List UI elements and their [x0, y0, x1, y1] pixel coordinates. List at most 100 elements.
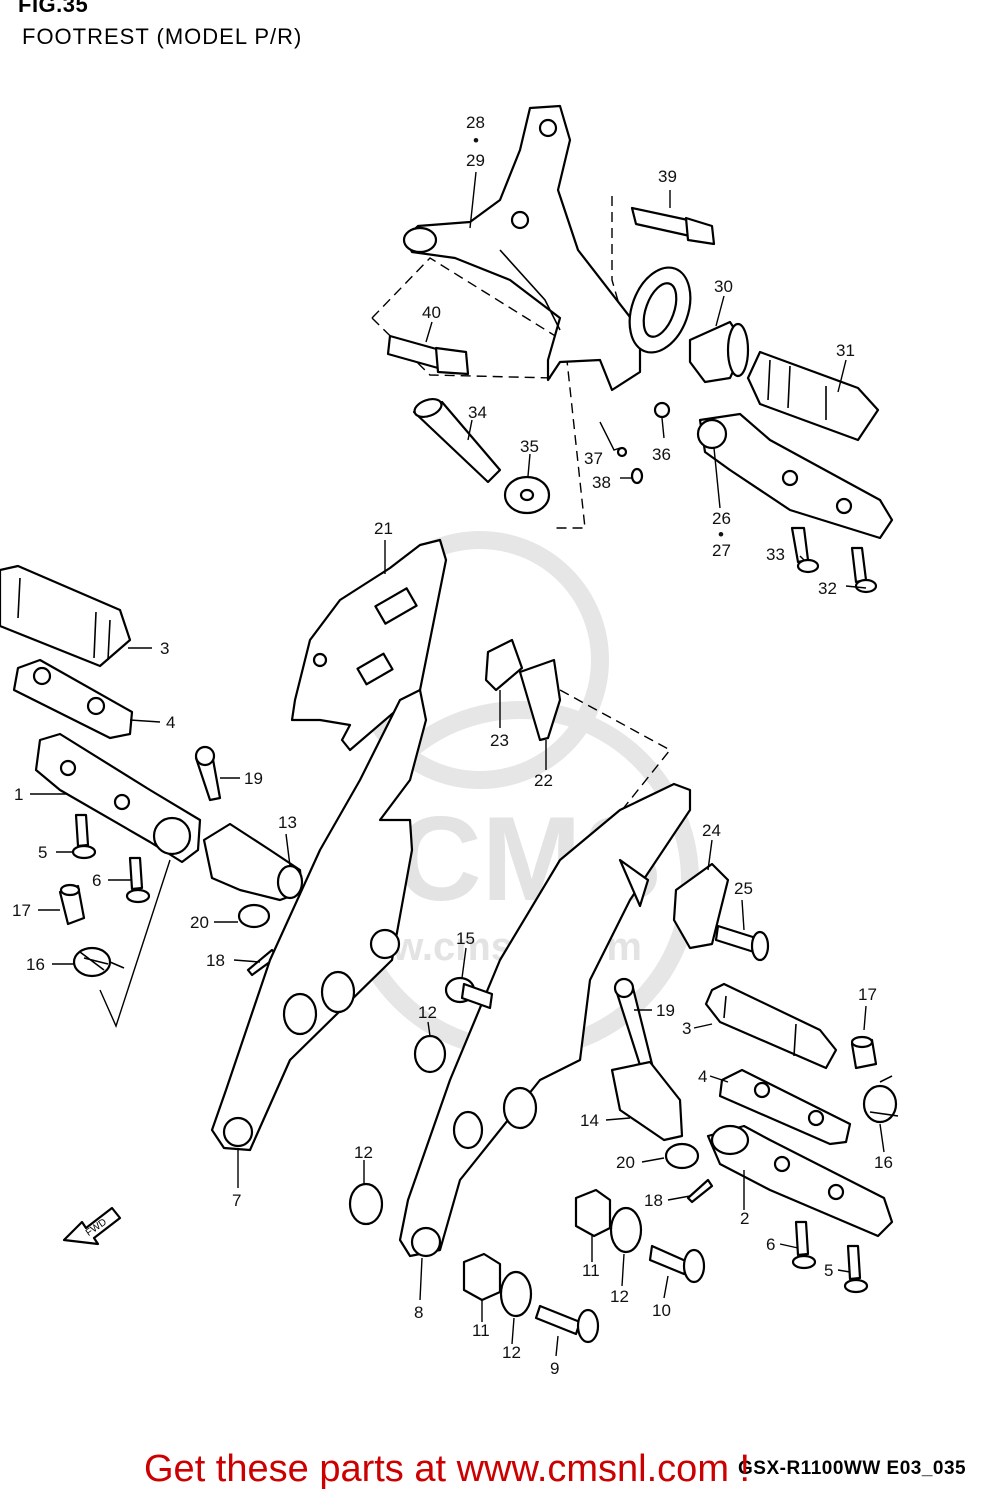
collar-11-b	[462, 1252, 502, 1302]
footrest-rubber-3-left	[0, 564, 132, 668]
cotter-pin-18-right	[686, 1178, 714, 1204]
leader-24	[707, 839, 713, 871]
part-label-40: 40	[422, 303, 441, 322]
part-label-1: 1	[14, 785, 23, 804]
bracket-8-window	[618, 858, 650, 908]
pin-19-right-head	[613, 977, 635, 999]
leader-17b	[863, 1005, 867, 1031]
bolt-39-head	[684, 216, 716, 246]
screw-5-head	[71, 844, 97, 860]
part-label-22: 22	[534, 771, 553, 790]
part-label-18-left: 18	[206, 951, 225, 970]
spring-16-left	[72, 946, 125, 978]
bracket-7-body	[210, 688, 428, 1152]
screw-6-right-shank	[794, 1220, 810, 1257]
upper-bracket-hole	[538, 118, 558, 138]
footrest-rubber-3-right	[704, 982, 838, 1070]
part-label-31: 31	[836, 341, 855, 360]
footrest-rubber-31	[746, 350, 880, 442]
bolt-40	[386, 334, 470, 376]
bolt-9-head	[576, 1308, 600, 1344]
bolt-9	[534, 1304, 600, 1344]
pin-34-head	[413, 397, 443, 419]
footrest-2-hole-1	[773, 1155, 791, 1173]
leader-lines	[30, 171, 885, 1357]
footrest-rubber-3-right-ribs	[723, 995, 797, 1057]
leader-20b	[641, 1157, 665, 1163]
leader-16b	[879, 1123, 885, 1153]
bracket-8-cutout-2	[452, 1110, 484, 1150]
pivot-13-end	[276, 864, 304, 900]
part-label-39: 39	[658, 167, 677, 186]
spring-16-right-coil	[862, 1084, 898, 1124]
plate-4-right	[718, 1068, 852, 1146]
promo-text[interactable]: Get these parts at www.cmsnl.com !	[144, 1448, 751, 1490]
bolt-9-shank	[534, 1304, 582, 1336]
part-label-11-b: 11	[472, 1321, 490, 1340]
leader-33	[799, 555, 805, 561]
washer-12-c	[609, 1206, 643, 1254]
bushing-17-right	[850, 1035, 878, 1070]
leader-4b	[709, 1075, 729, 1083]
footrest-2	[706, 1124, 894, 1238]
washer-20-right	[664, 1142, 700, 1170]
bushing-17-top	[59, 883, 81, 897]
leader-26-27	[713, 447, 721, 509]
upper-bracket-hole-2	[510, 210, 530, 230]
leader-4	[129, 719, 161, 723]
part-label-21: 21	[374, 519, 393, 538]
part-label-17-right: 17	[858, 985, 877, 1004]
bolt-40-head	[434, 346, 470, 376]
part-label-16-right: 16	[874, 1153, 893, 1172]
leader-37	[599, 421, 621, 451]
part-label-37: 37	[584, 449, 603, 468]
leader-8	[419, 1257, 423, 1301]
spring-16-right	[862, 1075, 899, 1124]
washer-12-d	[499, 1270, 533, 1318]
pivot-ring	[628, 266, 692, 354]
leader-10	[663, 1275, 669, 1299]
leader-18	[233, 959, 261, 963]
part-label-38: 38	[592, 473, 611, 492]
ball-37	[616, 446, 628, 458]
leader-40	[425, 321, 433, 343]
part-label-26: 26	[712, 509, 731, 528]
washer-35-hole	[519, 488, 535, 502]
pivot-13	[202, 822, 304, 902]
spring-38	[630, 467, 644, 485]
clip-36	[653, 401, 671, 419]
part-label-29: 29	[466, 151, 485, 170]
pin-19-left	[194, 745, 222, 802]
footrest-26-hole-1	[781, 469, 799, 487]
leader-6b	[779, 1243, 799, 1249]
leader-13	[285, 833, 291, 867]
part-label-32: 32	[818, 579, 837, 598]
bolt-39	[630, 206, 716, 246]
part-label-6-right: 6	[766, 1235, 775, 1254]
pivot-ring-inner	[642, 282, 678, 338]
part-label-4-right: 4	[698, 1067, 707, 1086]
fwd-arrow: FWD	[62, 1206, 122, 1246]
spring-16-arms	[79, 951, 125, 971]
footrest-26-boss	[696, 418, 728, 450]
collar-11-a-body	[574, 1188, 612, 1238]
plate-4-right-nut-2	[807, 1109, 825, 1127]
bolt-15-shank	[460, 982, 494, 1010]
footrest-rubber-3-ribs	[17, 577, 111, 661]
bolt-25-head	[750, 930, 770, 962]
plate-22	[518, 658, 562, 742]
screw-5-right-head	[843, 1278, 869, 1294]
part-label-13: 13	[278, 813, 297, 832]
upper-bracket	[403, 104, 642, 392]
washer-12-a	[413, 1034, 447, 1074]
part-label-12-c: 12	[610, 1287, 629, 1306]
clip-23	[484, 638, 524, 692]
part-label-30: 30	[714, 277, 733, 296]
screw-6-shank	[128, 856, 144, 891]
part-label-24: 24	[702, 821, 721, 840]
bolt-40-shank	[386, 334, 442, 370]
screw-32-head	[854, 578, 878, 594]
footrest-rubber-31-body	[746, 350, 880, 442]
leader-5b	[837, 1269, 851, 1273]
